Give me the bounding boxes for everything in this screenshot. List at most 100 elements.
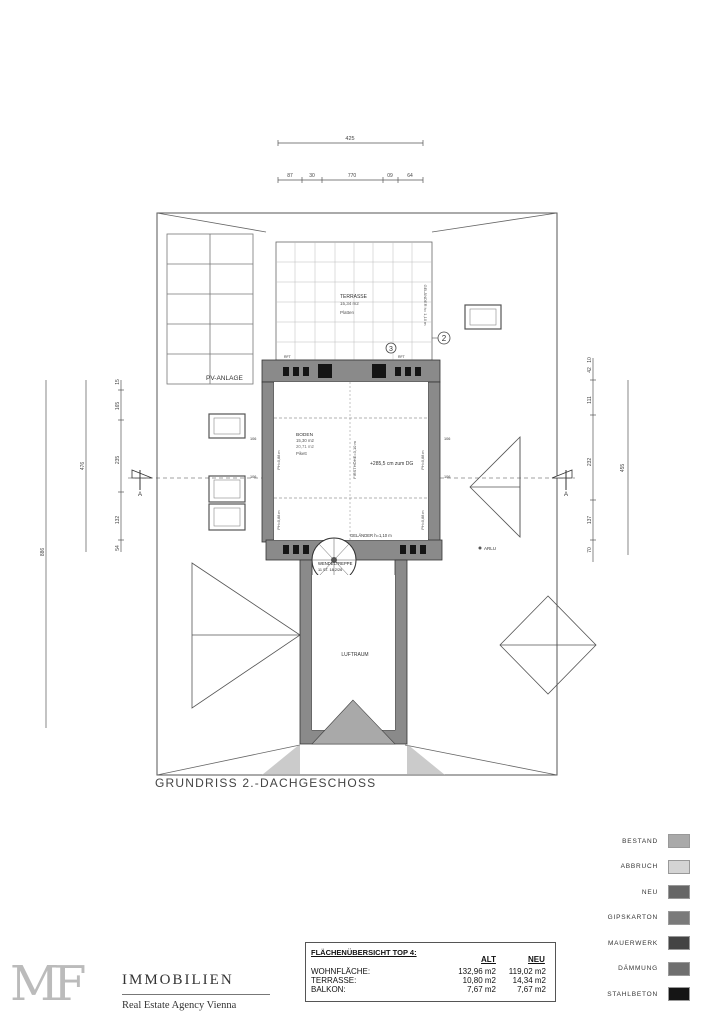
stair-dim: 11 ST. 18,2/26 <box>318 568 342 572</box>
skylight <box>208 475 246 503</box>
skylight <box>213 507 241 527</box>
legend-label: GIPSKARTON <box>607 914 658 921</box>
void-roof <box>311 699 396 745</box>
dim-top-part: 64 <box>407 173 413 179</box>
section-marker-left <box>128 469 262 490</box>
railing-bottom-label: GELÄNDER h=1,10 m <box>350 533 392 538</box>
legend-label: ABBRUCH <box>620 863 658 870</box>
legend-swatch <box>668 910 690 925</box>
area-col-neu: NEU <box>528 955 545 964</box>
section-marker-right <box>440 469 575 490</box>
area-row-alt: 7,67 m2 <box>467 985 496 994</box>
dim-top-part: 87 <box>287 173 293 179</box>
dim-left-part: 165 <box>115 402 121 411</box>
area-row-neu: 119,02 m2 <box>508 967 546 976</box>
dim-top-part: 09 <box>387 173 393 179</box>
ph-label: PH=0,88 m <box>421 450 425 469</box>
area-row-label: WOHNFLÄCHE: <box>311 967 371 976</box>
ph-label: PH=0,88 m <box>421 510 425 529</box>
legend-swatch <box>668 987 690 1001</box>
roof-hip-line <box>404 744 558 776</box>
pv-panels <box>166 233 254 385</box>
dim-left-part: 235 <box>115 456 121 465</box>
area-summary-table: FLÄCHENÜBERSICHT TOP 4: ALT NEU WOHNFLÄC… <box>305 942 556 1002</box>
terrace-area: 15,34 m2 <box>340 301 359 306</box>
legend-label: STAHLBETON <box>607 990 658 998</box>
area-row-label: TERRASSE: <box>311 976 357 985</box>
skylight <box>469 308 497 326</box>
terrace-floor: Platten <box>340 310 355 315</box>
dim-top-overall: 425 <box>345 136 354 142</box>
window-label: 106 <box>444 437 450 441</box>
dim-top-part: 770 <box>348 173 357 179</box>
skylight <box>213 417 241 435</box>
rft-label: RFT <box>398 355 406 359</box>
plan-title: GRUNDRISS 2.-DACHGESCHOSS <box>155 776 377 790</box>
room-floor-type: Pikett <box>296 451 308 456</box>
dimension-right <box>590 358 629 562</box>
dim-top-part: 30 <box>309 173 315 179</box>
wall-posts <box>283 364 426 554</box>
pv-label: PV-ANLAGE <box>206 375 244 382</box>
stair-core <box>331 557 337 563</box>
roof-hip-line <box>431 212 558 233</box>
window-label: 106 <box>444 475 450 479</box>
dim-right-part: 111 <box>587 396 593 404</box>
skylight <box>208 503 246 531</box>
legend-label: MAUERWERK <box>607 939 658 947</box>
ph-label: PH=0,88 m <box>277 450 281 469</box>
area-row-label: BALKON: <box>311 985 346 994</box>
brand-mark: MF <box>10 956 86 1012</box>
arlu-label: ARLU <box>484 546 496 551</box>
marker-3-circle <box>385 342 397 354</box>
window-label: 106 <box>250 437 256 441</box>
level-label: +285,5 cm zum DG <box>370 461 413 467</box>
arlu-dot <box>478 546 482 550</box>
walls <box>261 359 443 561</box>
legend-item: GIPSKARTON <box>607 910 690 925</box>
marker-3: 3 <box>389 346 393 353</box>
brand-rule <box>122 994 270 995</box>
legend-label: DÄMMUNG <box>618 965 658 972</box>
dim-right-part: 137 <box>587 516 593 525</box>
legend-item: STAHLBETON <box>607 987 690 1001</box>
skylight <box>464 304 502 330</box>
brand-tagline: Real Estate Agency Vienna <box>122 1000 237 1011</box>
legend-swatch <box>668 961 690 976</box>
dim-right-overall: 455 <box>620 464 626 473</box>
room-extra: 20,71 m2 <box>296 444 315 449</box>
ph-label: PH=0,88 m <box>277 510 281 529</box>
legend-label: BESTAND <box>622 837 658 845</box>
terrace-label: TERRASSE <box>340 294 368 300</box>
dim-left-part: 132 <box>115 516 121 525</box>
railing-top-label: GELÄNDER h= 1,10 m <box>423 284 428 326</box>
rft-label: RFT <box>284 355 292 359</box>
dim-left-mid: 476 <box>80 462 86 471</box>
dim-right-part: 42 <box>587 367 593 373</box>
dormer <box>191 436 597 709</box>
dimension-top <box>277 140 424 183</box>
roof-hip-line <box>156 744 301 776</box>
legend-swatch <box>668 859 690 874</box>
area-row-neu: 7,67 m2 <box>517 985 546 994</box>
legend-label: NEU <box>641 888 658 896</box>
room-label: BODEN <box>296 432 314 438</box>
area-row-neu: 14,34 m2 <box>512 976 546 985</box>
dim-right-part: 232 <box>587 458 593 467</box>
skylight <box>213 479 241 499</box>
room-floor <box>274 382 428 540</box>
area-row-alt: 10,80 m2 <box>462 976 496 985</box>
area-table-title: FLÄCHENÜBERSICHT TOP 4: <box>311 948 417 957</box>
terrace-tiles <box>276 242 432 360</box>
dim-left-overall: 886 <box>40 548 46 557</box>
void-left-slope <box>262 744 300 775</box>
roof-hip-line <box>156 212 267 233</box>
legend-swatch <box>668 885 690 899</box>
dim-left-part: 54 <box>115 545 121 551</box>
dimension-left <box>45 380 124 728</box>
dim-right-part: 70 <box>587 547 593 553</box>
legend-item: MAUERWERK <box>608 936 690 950</box>
legend-item: NEU <box>642 885 690 899</box>
ridge-label: FIRSTHÖHE=3,10 m <box>352 441 357 479</box>
